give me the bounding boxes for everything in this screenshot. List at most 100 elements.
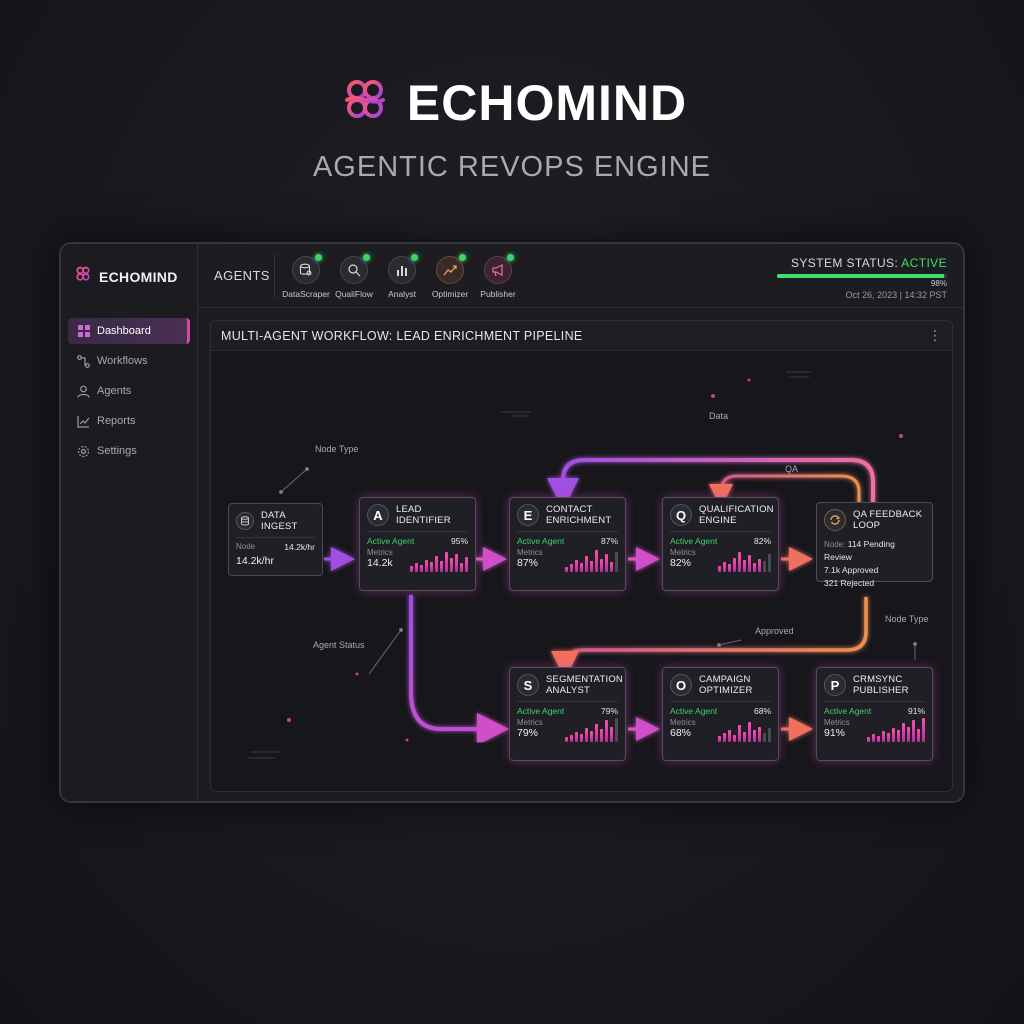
decor-dots (287, 378, 903, 742)
divider (236, 537, 315, 538)
agent-chip-optimizer[interactable]: Optimizer (424, 254, 476, 299)
gear-icon (77, 445, 90, 458)
panel-title: MULTI-AGENT WORKFLOW: LEAD ENRICHMENT PI… (221, 328, 583, 343)
decor-lines (247, 371, 811, 759)
bar-chart-icon (388, 254, 418, 284)
sidebar-item-workflows[interactable]: Workflows (68, 348, 190, 374)
system-status-datetime: Oct 26, 2023 | 14:32 PST (845, 290, 947, 300)
grid-icon (77, 325, 90, 338)
trend-up-icon (436, 254, 466, 284)
workflow-connectors (247, 371, 917, 759)
sidebar: ECHOMIND Dashboard Workflows Agents (61, 244, 198, 801)
node-badge: A (367, 504, 389, 526)
divider (670, 531, 771, 532)
sparkline (565, 548, 618, 572)
system-status: SYSTEM STATUS: ACTIVE 98% Oct 26, 2023 |… (777, 256, 947, 300)
divider (274, 254, 275, 298)
status-dot (315, 254, 322, 261)
node-badge: E (517, 504, 539, 526)
echomind-logo-icon (73, 264, 93, 289)
chart-icon (77, 415, 90, 428)
data-loop-arrow (547, 458, 875, 522)
agent-name: Publisher (480, 289, 516, 299)
workflow-icon (77, 354, 90, 368)
agent-name: QualiFlow (335, 289, 373, 299)
divider (670, 701, 771, 702)
system-status-label: SYSTEM STATUS: (791, 256, 899, 270)
brand-name: ECHOMIND (99, 268, 178, 285)
magnify-icon (340, 254, 370, 284)
label-data: Data (709, 411, 729, 421)
qa-loop-arrow (709, 474, 861, 522)
agent-name: DataScraper (282, 289, 330, 299)
qa-stats: Node: 114 Pending Review 7.1k Approved 3… (824, 539, 895, 588)
agent-chip-analyst[interactable]: Analyst (376, 254, 428, 299)
sparkline (565, 718, 618, 742)
megaphone-icon (484, 254, 514, 284)
sidebar-brand[interactable]: ECHOMIND (73, 264, 178, 289)
sidebar-item-label: Dashboard (97, 325, 151, 337)
system-status-value: ACTIVE (901, 256, 947, 270)
status-dot (363, 254, 370, 261)
agent-chip-qualiflow[interactable]: QualiFlow (328, 254, 380, 299)
approved-loop-arrow (551, 597, 868, 679)
agents-label: AGENTS (214, 268, 270, 283)
sidebar-item-reports[interactable]: Reports (68, 408, 190, 434)
divider (517, 701, 618, 702)
status-dot (507, 254, 514, 261)
app-window: ECHOMIND Dashboard Workflows Agents (59, 242, 965, 803)
hero: ECHOMIND AGENTIC REVOPS ENGINE (0, 72, 1024, 184)
label-node-type: Node Type (315, 444, 359, 454)
sidebar-item-dashboard[interactable]: Dashboard (68, 318, 190, 344)
node-badge: S (517, 674, 539, 696)
node-badge: Q (670, 504, 692, 526)
system-status-line: SYSTEM STATUS: ACTIVE (777, 256, 947, 270)
sidebar-nav: Dashboard Workflows Agents Reports (68, 318, 190, 468)
divider (824, 701, 925, 702)
system-status-bar-fill (777, 274, 944, 278)
agent-name: Optimizer (431, 289, 469, 299)
status-dot (459, 254, 466, 261)
sparkline (718, 548, 771, 572)
node-badge: P (824, 674, 846, 696)
workflow-canvas: Node Type Agent Status Data QA Approved … (211, 352, 952, 791)
system-status-percent: 98% (930, 279, 947, 288)
agent-chip-datascraper[interactable]: DataScraper (280, 254, 332, 299)
more-options-icon[interactable]: ⋮ (928, 327, 942, 343)
divider (367, 531, 468, 532)
topbar: AGENTS DataScraper QualiFlow Analyst (198, 244, 963, 308)
sidebar-item-settings[interactable]: Settings (68, 438, 190, 464)
sidebar-item-agents[interactable]: Agents (68, 378, 190, 404)
database-icon (236, 512, 254, 530)
refresh-icon (824, 509, 846, 531)
flow-arrows (324, 547, 813, 741)
agent-chip-publisher[interactable]: Publisher (472, 254, 524, 299)
